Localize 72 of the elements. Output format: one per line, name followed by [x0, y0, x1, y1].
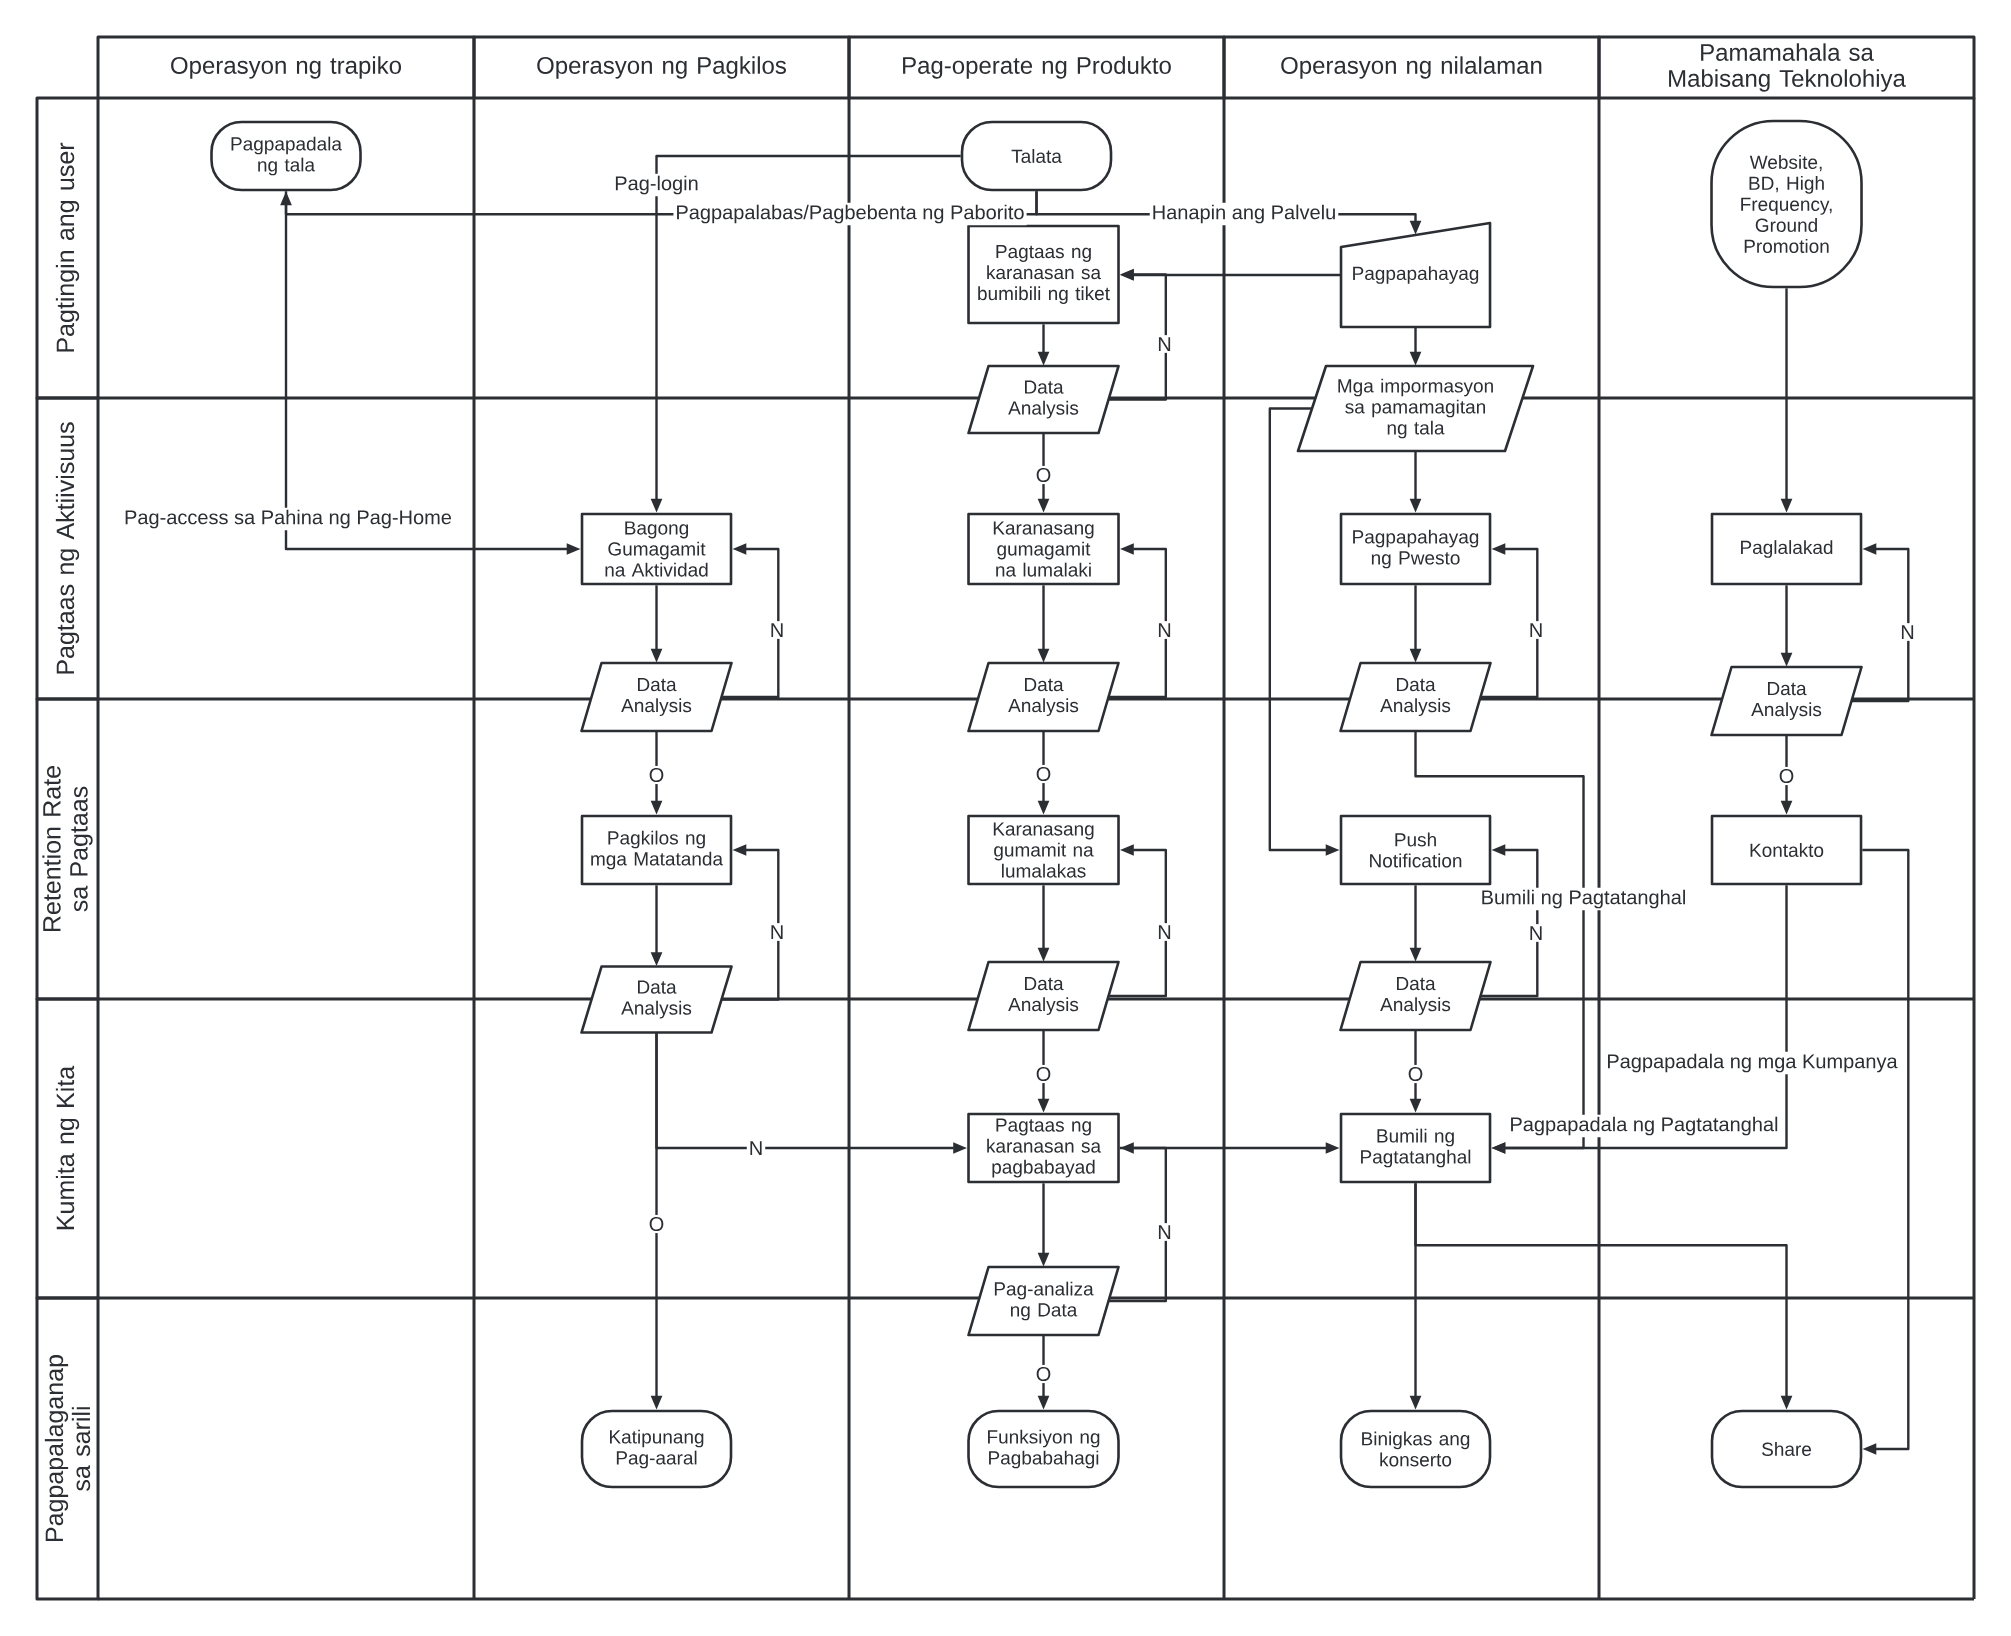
edge-label: Pagpapadala ng mga Kumpanya: [1604, 1051, 1900, 1075]
arrow: [1108, 1142, 1167, 1303]
lane-header: Pagtingin ang user: [35, 96, 100, 400]
edge-label: N: [1155, 1223, 1174, 1241]
rounded-box: Talata: [960, 120, 1113, 192]
edge-label: O: [1033, 465, 1054, 485]
process-box: Pagkilos ng mga Matatanda: [580, 814, 733, 886]
data-parallelogram: Data Analysis: [1339, 960, 1492, 1032]
lane-header: Kumita ng Kita: [35, 997, 100, 1300]
column-header: Pamamahala sa Mabisang Teknolohiya: [1597, 35, 1976, 100]
arrow: [1862, 848, 1910, 1455]
column-header: Operasyon ng Pagkilos: [472, 35, 851, 100]
process-box: Kontakto: [1710, 814, 1863, 886]
arrow: [1851, 543, 1910, 703]
data-parallelogram: Pag-analiza ng Data: [967, 1265, 1120, 1337]
edge-label: Bumili ng Pagtatanghal: [1478, 887, 1689, 911]
lane-header: Pagtaas ng Aktiivisuus: [35, 396, 100, 701]
arrow: [1108, 844, 1167, 998]
edge-label: N: [1155, 621, 1174, 639]
edge-label: N: [767, 621, 787, 639]
data-parallelogram: Data Analysis: [1339, 661, 1492, 733]
process-box: Bumili ng Pagtatanghal: [1339, 1112, 1492, 1184]
rounded-box: Funksiyon ng Pagbabahagi: [967, 1409, 1120, 1489]
process-box: Paglalakad: [1710, 512, 1863, 586]
manual-input-box: Pagpapahayag: [1339, 221, 1492, 329]
process-box: Pagtaas ng karanasan sa bumibili ng tiket: [967, 224, 1120, 325]
edge-label: N: [1526, 924, 1546, 942]
text-label: Pagpapadala ng Pagtatanghal: [1507, 1114, 1781, 1138]
data-parallelogram: Data Analysis: [580, 661, 733, 733]
edge-label: Pag-access sa Pahina ng Pag-Home: [122, 507, 454, 531]
arrow: [721, 543, 780, 699]
arrow: [1480, 844, 1539, 998]
column-header: Operasyon ng trapiko: [96, 35, 476, 100]
edge-label: O: [1776, 766, 1797, 786]
edge-label: N: [767, 923, 787, 941]
lane-header: Pagpapalaganap sa sarili: [35, 1296, 100, 1601]
edge-label: N: [746, 1139, 766, 1157]
edge-label: O: [1033, 1364, 1054, 1384]
edge-label: N: [1155, 335, 1174, 353]
rounded-box: Binigkas ang konserto: [1339, 1409, 1492, 1489]
edge-label: Pag-login: [612, 173, 701, 197]
process-box: Karanasang gumamit na lumalakas: [967, 814, 1120, 886]
edge-label: O: [646, 1214, 667, 1234]
edge-label: N: [1898, 623, 1917, 641]
process-box: Bagong Gumagamit na Aktividad: [580, 512, 733, 586]
process-box: Pagpapahayag ng Pwesto: [1339, 512, 1492, 586]
process-box: Karanasang gumagamit na lumalaki: [967, 512, 1120, 586]
edge-label: O: [1033, 764, 1054, 784]
data-parallelogram: Data Analysis: [967, 661, 1120, 733]
arrow: [1108, 543, 1167, 699]
edge-label: Hanapin ang Palvelu: [1149, 202, 1339, 226]
edge-label: Pagpapalabas/Pagbebenta ng Paborito: [673, 202, 1027, 226]
data-parallelogram: Mga impormasyon sa pamamagitan ng tala: [1296, 364, 1535, 453]
data-parallelogram: Data Analysis: [967, 960, 1120, 1032]
edge-label: O: [1405, 1064, 1426, 1084]
edge-label: N: [1526, 621, 1546, 639]
edge-label: O: [1033, 1064, 1054, 1084]
process-box: Push Notification: [1339, 814, 1492, 886]
edge-label: O: [646, 765, 667, 785]
data-parallelogram: Data Analysis: [1710, 665, 1863, 737]
rounded-box: Pagpapadala ng tala: [210, 120, 362, 192]
rounded-box: Katipunang Pag-aaral: [580, 1409, 733, 1489]
data-parallelogram: Data Analysis: [967, 364, 1120, 435]
arrow: [721, 844, 780, 1001]
rounded-box: Share: [1710, 1409, 1863, 1489]
arrow: [1480, 543, 1539, 699]
process-box: Pagtaas ng karanasan sa pagbabayad: [967, 1112, 1120, 1184]
column-header: Operasyon ng nilalaman: [1222, 35, 1601, 100]
column-header: Pag-operate ng Produkto: [847, 35, 1226, 100]
data-parallelogram: Data Analysis: [580, 965, 733, 1034]
lane-header: Retention Rate sa Pagtaas: [35, 697, 100, 1001]
edge-label: N: [1155, 923, 1174, 941]
